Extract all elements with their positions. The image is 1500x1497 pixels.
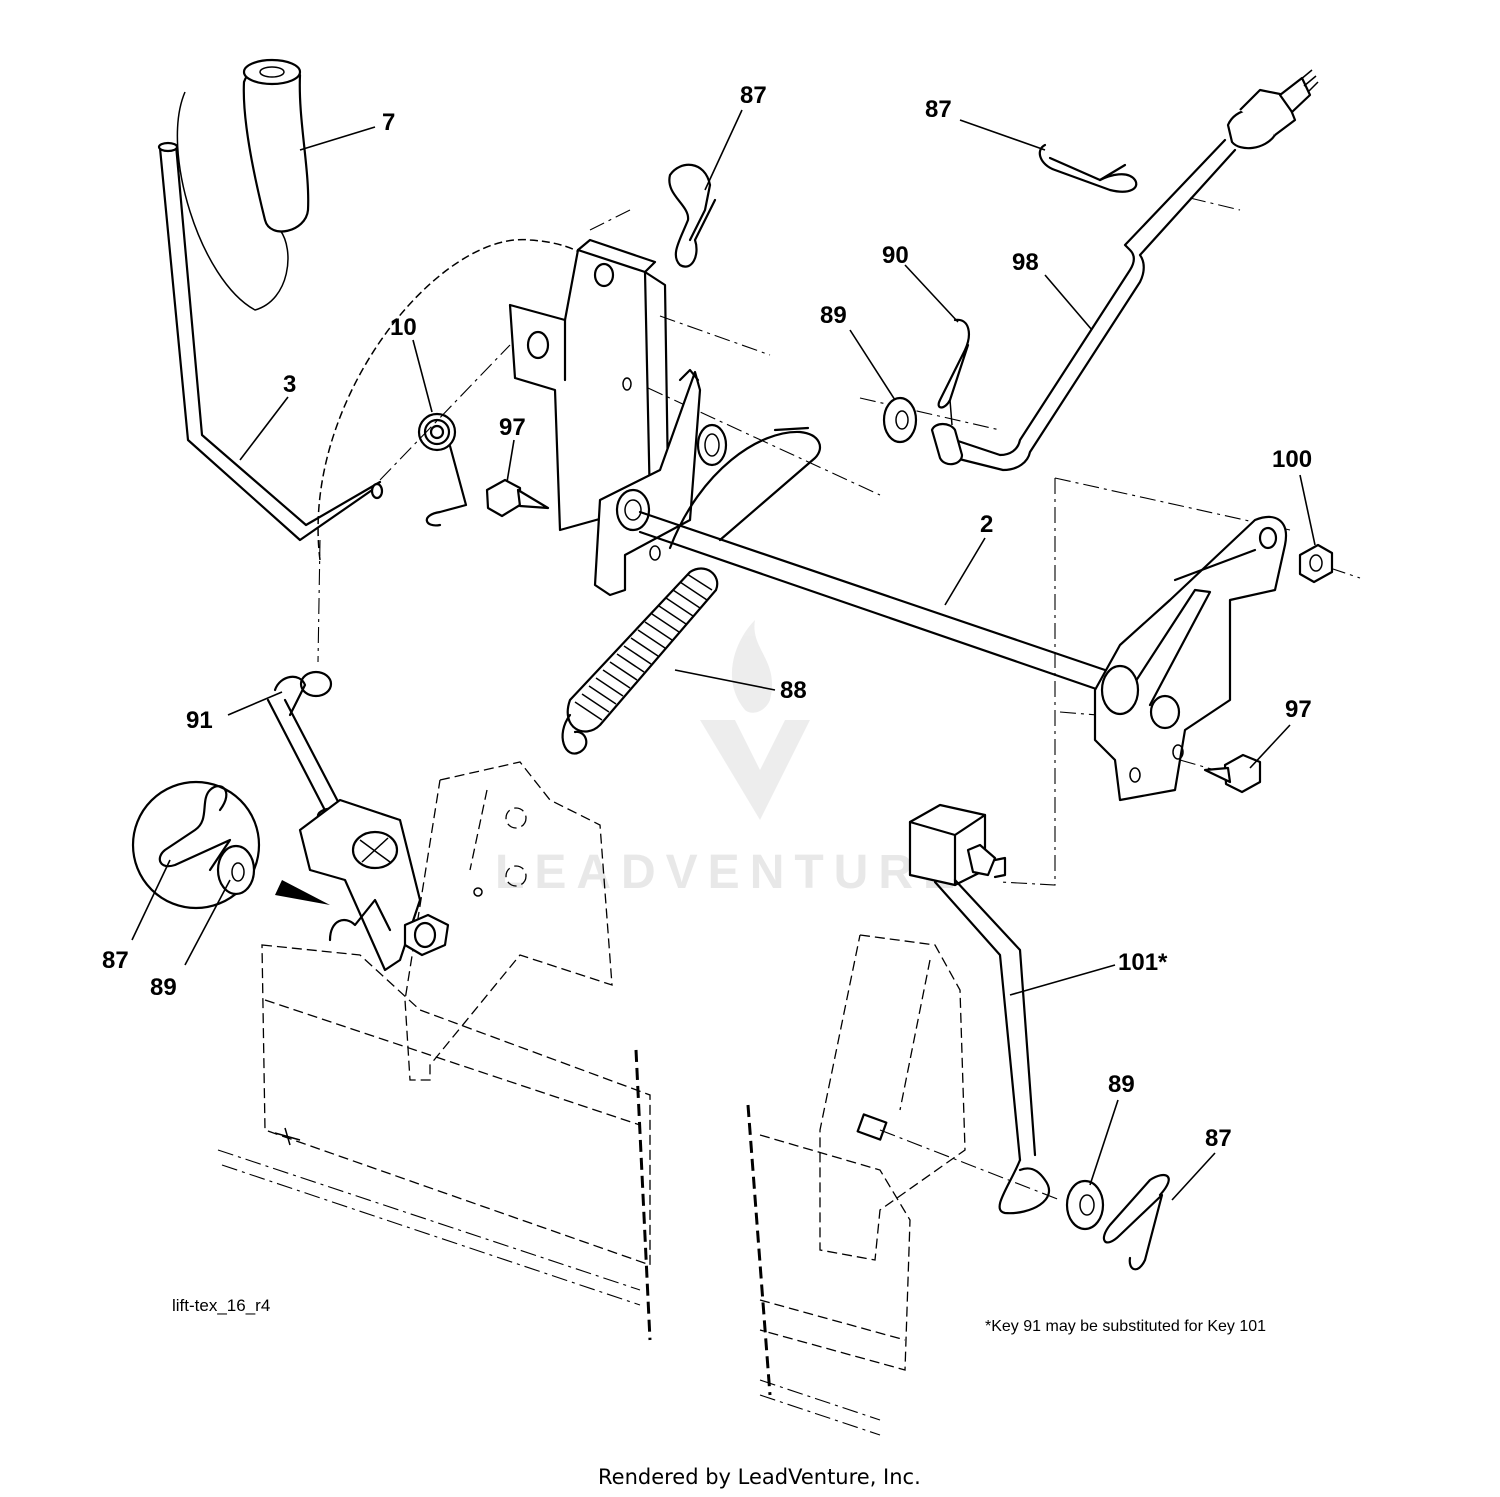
callout-10: 10 [390,314,417,341]
watermark-flame-icon [731,620,773,713]
rod-part-98 [930,69,1319,472]
drawing-id: lift-tex_16_r4 [172,1296,270,1315]
callout-91: 91 [186,707,213,734]
nut-part-100 [1298,543,1334,584]
callout-90: 90 [882,242,909,269]
callout-97-left: 97 [499,414,526,441]
torsion-spring-part-10 [417,412,468,527]
callout-101: 101* [1118,949,1168,976]
washer-part-89-top [882,396,918,444]
lift-bracket [508,238,728,597]
callout-87-bottom: 87 [1205,1125,1232,1152]
callout-87-detail: 87 [102,947,129,974]
callout-89-bottom: 89 [1108,1071,1135,1098]
leader-lines [131,109,1316,1201]
bolt-part-97-right [1203,753,1262,794]
rod-part-101 [908,803,1051,1215]
spring-coils [574,573,713,721]
lift-shaft-part-2 [638,426,1107,694]
callout-2: 2 [980,511,993,538]
callout-100: 100 [1272,446,1312,473]
hairpin-part-87-top [668,163,717,268]
callout-98: 98 [1012,249,1039,276]
footer-credit: Rendered by LeadVenture, Inc. [598,1465,921,1489]
lever-rod-part-3 [157,141,384,542]
frame-ghost-left [217,761,652,1341]
hairpin-part-90 [937,318,970,426]
callout-89-top: 89 [820,302,847,329]
callout-97-right: 97 [1285,696,1312,723]
lift-arm-right [1093,515,1288,802]
callout-labels: 7 87 87 90 98 89 10 3 97 100 2 88 91 97 … [102,82,1312,1152]
watermark-text: LEADVENTURE [495,846,965,899]
bolt-part-97-left [485,478,550,518]
grip-part-7 [242,58,310,233]
watermark: LEADVENTURE [495,620,965,899]
callout-87-top-right: 87 [925,96,952,123]
washer-part-89-bottom [1065,1179,1105,1231]
callout-3: 3 [283,371,296,398]
hairpin-part-87-top-right [1038,143,1138,193]
substitution-note: *Key 91 may be substituted for Key 101 [985,1318,1266,1335]
detail-circle [131,780,330,910]
hairpin-part-87-bottom [1102,1173,1170,1271]
left-lift-arm [298,798,450,972]
callout-87-top: 87 [740,82,767,109]
watermark-logo-icon [700,720,810,820]
callout-7: 7 [382,109,395,136]
callout-88: 88 [780,677,807,704]
callout-89-detail: 89 [150,974,177,1001]
frame-ghost-right [746,934,966,1436]
extension-spring-part-88 [561,567,719,755]
